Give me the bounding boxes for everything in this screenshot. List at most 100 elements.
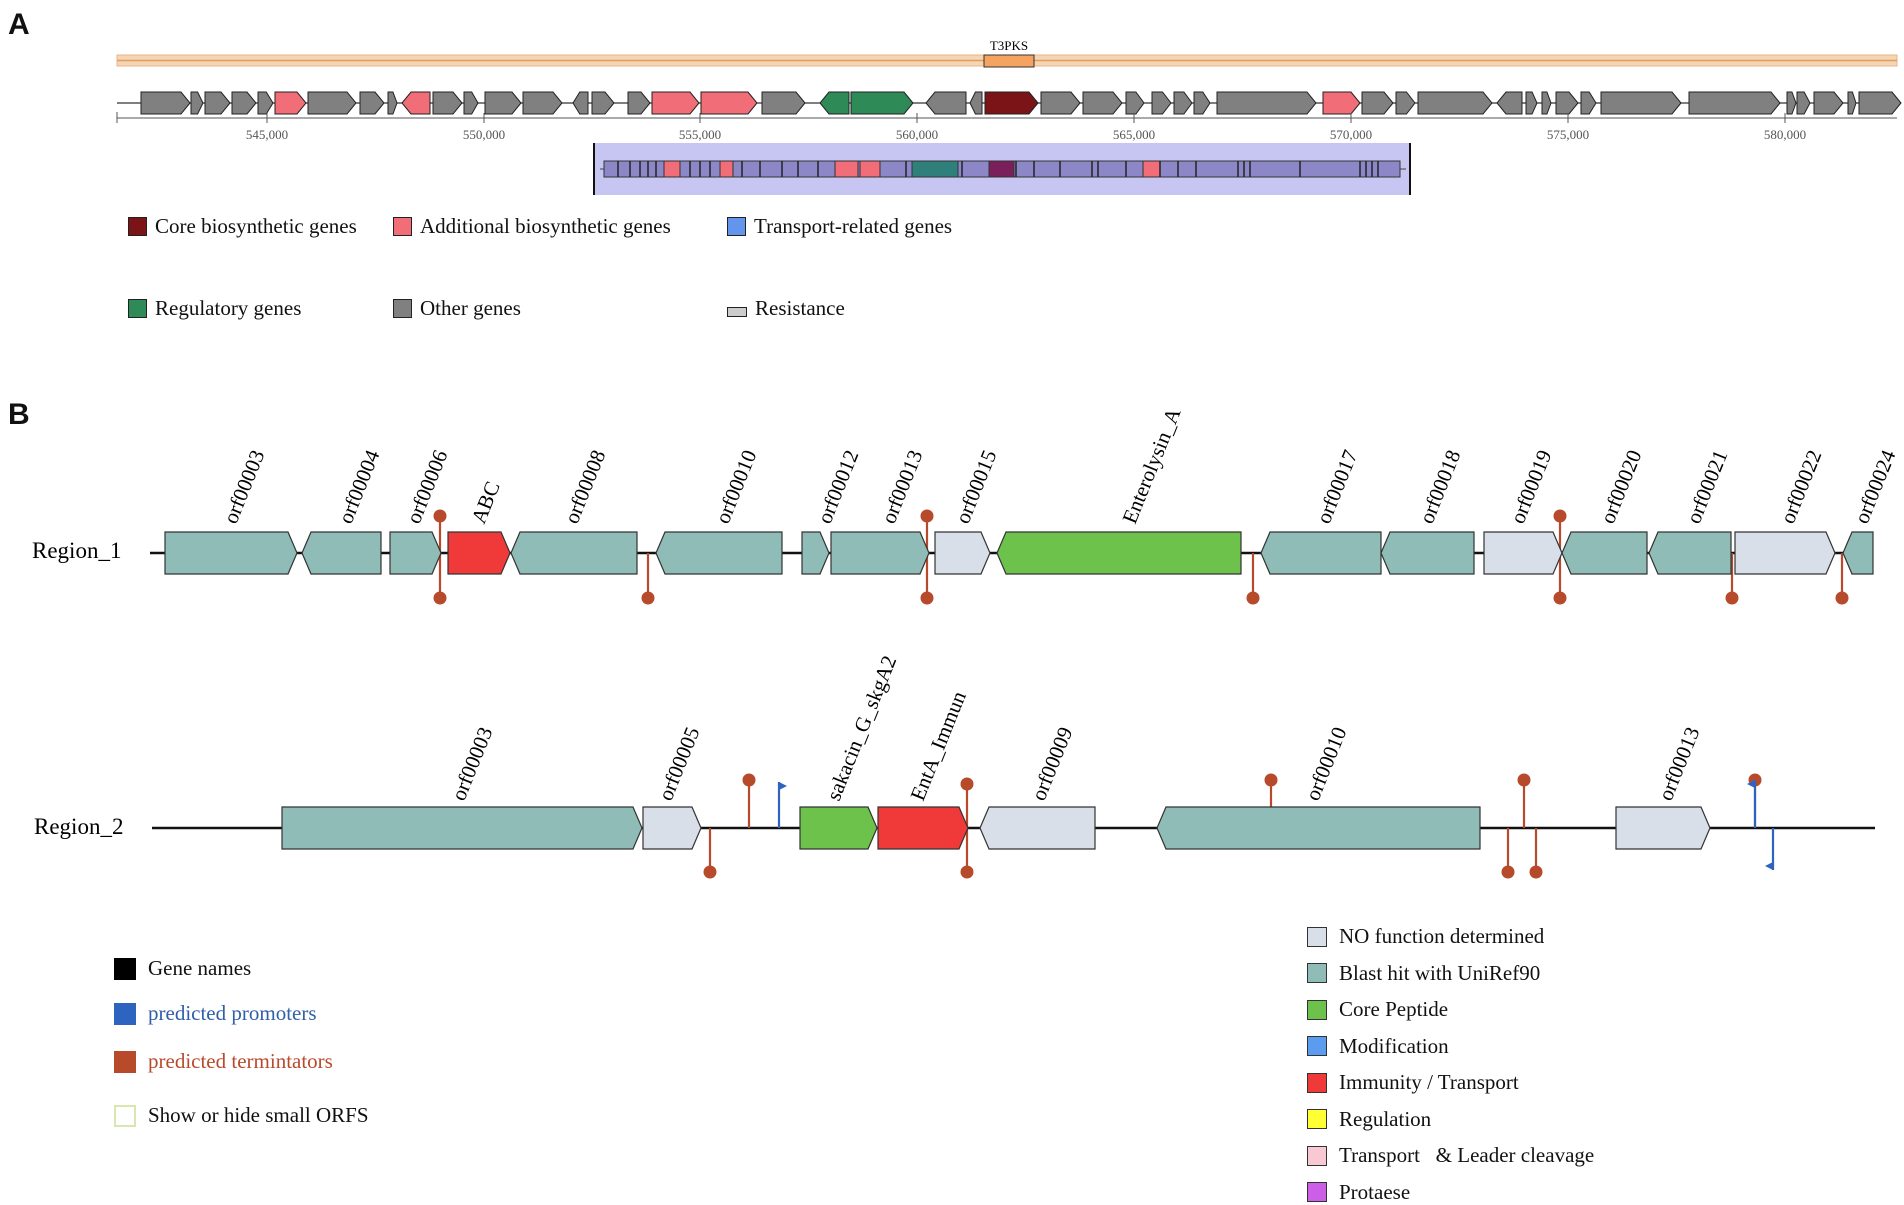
terminator-marker[interactable]: [641, 591, 655, 605]
gene-arrow[interactable]: [1361, 91, 1394, 115]
gene-arrow[interactable]: [1322, 91, 1361, 115]
terminator-marker[interactable]: [960, 777, 974, 791]
terminator-marker[interactable]: [960, 865, 974, 879]
gene-arrow[interactable]: [1734, 531, 1836, 575]
terminator-marker[interactable]: [1529, 865, 1543, 879]
gene-arrow[interactable]: [627, 91, 651, 115]
gene-arrow[interactable]: [1541, 91, 1552, 115]
gene-arrow[interactable]: [1555, 91, 1579, 115]
gene-arrow[interactable]: [1216, 91, 1317, 115]
gene-arrow[interactable]: [401, 91, 431, 115]
terminator-marker[interactable]: [920, 591, 934, 605]
zoom-gene[interactable]: [859, 160, 881, 178]
gene-arrow[interactable]: [164, 531, 298, 575]
terminator-marker[interactable]: [920, 509, 934, 523]
gene-arrow[interactable]: [1156, 806, 1481, 850]
promoter-flag[interactable]: [1747, 780, 1755, 788]
gene-arrow[interactable]: [1173, 91, 1193, 115]
gene-arrow[interactable]: [140, 91, 191, 115]
gene-arrow[interactable]: [799, 806, 878, 850]
gene-arrow[interactable]: [231, 91, 257, 115]
gene-arrow[interactable]: [510, 531, 638, 575]
gene-arrow[interactable]: [463, 91, 479, 115]
gene-arrow[interactable]: [1483, 531, 1563, 575]
terminator-marker[interactable]: [433, 509, 447, 523]
gene-arrow[interactable]: [1151, 91, 1172, 115]
zoom-gene[interactable]: [1142, 160, 1161, 178]
zoom-gene[interactable]: [834, 160, 859, 178]
gene-arrow[interactable]: [447, 531, 511, 575]
gene-arrow[interactable]: [819, 91, 850, 115]
terminator-marker[interactable]: [742, 773, 756, 787]
gene-arrow[interactable]: [1395, 91, 1416, 115]
gene-arrow[interactable]: [1813, 91, 1844, 115]
gene-arrow[interactable]: [700, 91, 758, 115]
gene-arrow[interactable]: [830, 531, 930, 575]
gene-arrow[interactable]: [925, 91, 967, 115]
gene-arrow[interactable]: [1858, 91, 1902, 115]
gene-arrow[interactable]: [359, 91, 385, 115]
gene-arrow[interactable]: [979, 806, 1096, 850]
show-hide-small-orfs-toggle[interactable]: Show or hide small ORFS: [114, 1103, 369, 1128]
gene-arrow[interactable]: [655, 531, 783, 575]
zoom-gene[interactable]: [719, 160, 734, 178]
gene-arrow[interactable]: [850, 91, 914, 115]
checkbox[interactable]: [114, 1104, 136, 1127]
gene-arrow[interactable]: [1193, 91, 1211, 115]
terminator-marker[interactable]: [1264, 773, 1278, 787]
gene-arrow[interactable]: [642, 806, 702, 850]
zoom-gene[interactable]: [911, 160, 959, 178]
gene-arrow[interactable]: [1615, 806, 1711, 850]
terminator-marker[interactable]: [1725, 591, 1739, 605]
gene-arrow[interactable]: [996, 531, 1242, 575]
gene-arrow[interactable]: [1417, 91, 1493, 115]
gene-arrow[interactable]: [190, 91, 204, 115]
gene-arrow[interactable]: [591, 91, 615, 115]
gene-arrow[interactable]: [387, 91, 398, 115]
gene-arrow[interactable]: [1688, 91, 1781, 115]
gene-arrow[interactable]: [1842, 531, 1874, 575]
zoom-gene[interactable]: [663, 160, 681, 178]
gene-arrow[interactable]: [432, 91, 463, 115]
gene-arrow[interactable]: [1125, 91, 1145, 115]
gene-arrow[interactable]: [1847, 91, 1857, 115]
gene-arrow[interactable]: [801, 531, 830, 575]
gene-arrow[interactable]: [651, 91, 700, 115]
promoter-flag[interactable]: [779, 782, 787, 790]
gene-arrow[interactable]: [1580, 91, 1597, 115]
gene-arrow[interactable]: [1040, 91, 1081, 115]
gene-arrow[interactable]: [1648, 531, 1732, 575]
gene-arrow[interactable]: [761, 91, 806, 115]
zoom-gene[interactable]: [988, 160, 1015, 178]
gene-arrow[interactable]: [522, 91, 563, 115]
gene-arrow[interactable]: [1600, 91, 1682, 115]
terminator-marker[interactable]: [1246, 591, 1260, 605]
promoter-flag[interactable]: [1765, 862, 1773, 870]
t3pks-tag[interactable]: [983, 54, 1035, 68]
gene-arrow[interactable]: [1380, 531, 1475, 575]
terminator-marker[interactable]: [1835, 591, 1849, 605]
terminator-marker[interactable]: [703, 865, 717, 879]
gene-arrow[interactable]: [257, 91, 274, 115]
gene-arrow[interactable]: [1260, 531, 1382, 575]
gene-arrow[interactable]: [1561, 531, 1648, 575]
terminator-marker[interactable]: [1553, 509, 1567, 523]
terminator-marker[interactable]: [433, 591, 447, 605]
gene-arrow[interactable]: [969, 91, 983, 115]
gene-arrow[interactable]: [281, 806, 643, 850]
gene-arrow[interactable]: [572, 91, 589, 115]
gene-arrow[interactable]: [484, 91, 522, 115]
gene-arrow[interactable]: [1796, 91, 1811, 115]
gene-arrow[interactable]: [1786, 91, 1797, 115]
gene-arrow[interactable]: [274, 91, 307, 115]
gene-arrow[interactable]: [301, 531, 382, 575]
gene-arrow[interactable]: [307, 91, 357, 115]
gene-arrow[interactable]: [1082, 91, 1123, 115]
gene-arrow[interactable]: [389, 531, 442, 575]
gene-arrow[interactable]: [1525, 91, 1538, 115]
terminator-marker[interactable]: [1501, 865, 1515, 879]
gene-arrow[interactable]: [1496, 91, 1523, 115]
gene-arrow[interactable]: [204, 91, 231, 115]
gene-arrow[interactable]: [984, 91, 1039, 115]
gene-arrow[interactable]: [877, 806, 969, 850]
